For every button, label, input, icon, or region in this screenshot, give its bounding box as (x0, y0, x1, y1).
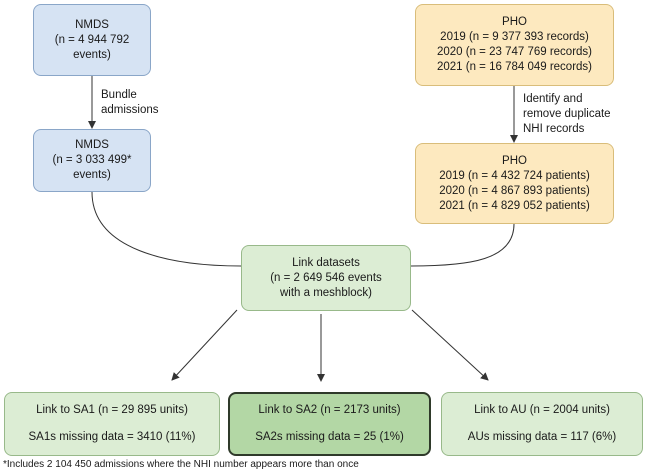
nmds-initial-title: NMDS (75, 18, 109, 31)
sa1-missing: SA1s missing data = 3410 (11%) (28, 431, 196, 443)
link-au-box: Link to AU (n = 2004 units) AUs missing … (441, 392, 643, 456)
nmds-initial-unit: events) (73, 48, 111, 61)
pho-records-box: PHO 2019 (n = 9 377 393 records) 2020 (n… (415, 4, 614, 86)
link-datasets-note: with a meshblock) (279, 286, 373, 299)
nmds-bundled-unit: events) (73, 169, 111, 181)
sa2-missing: SA2s missing data = 25 (1%) (255, 431, 404, 443)
pho-records-title: PHO (502, 16, 527, 28)
nmds-initial-count: (n = 4 944 792 (54, 33, 130, 46)
nmds-bundled-count: (n = 3 033 499* (52, 154, 132, 166)
curve-pho-to-link (410, 223, 515, 267)
au-title: Link to AU (n = 2004 units) (474, 404, 610, 416)
bundle-label: Bundle admissions (101, 88, 159, 118)
nmds-bundled-title: NMDS (75, 139, 109, 151)
bundle-label-line1: Bundle (101, 89, 137, 101)
pho-patients-2019: 2019 (n = 4 432 724 patients) (439, 169, 590, 182)
pho-patients-box: PHO 2019 (n = 4 432 724 patients) 2020 (… (415, 143, 614, 224)
nmds-initial-box: NMDS (n = 4 944 792 events) (33, 4, 151, 76)
bundle-label-line2: admissions (101, 104, 159, 116)
au-missing: AUs missing data = 117 (6%) (467, 431, 617, 443)
pho-patients-2021: 2021 (n = 4 829 052 patients) (439, 199, 590, 212)
dedupe-label-line3: NHI records (523, 123, 585, 135)
pho-records-2021: 2021 (n = 16 784 049 records) (436, 61, 593, 73)
pho-patients-title: PHO (502, 154, 527, 167)
pho-records-2020: 2020 (n = 23 747 769 records) (436, 46, 593, 58)
dedupe-label: Identify and remove duplicate NHI record… (523, 92, 611, 137)
arrow-link-sa1 (171, 309, 238, 381)
nmds-bundled-box: NMDS (n = 3 033 499* events) (33, 129, 151, 192)
curve-nmds-to-link (91, 191, 242, 267)
link-datasets-title: Link datasets (292, 256, 360, 269)
footnote: *Includes 2 104 450 admissions where the… (3, 459, 359, 470)
link-datasets-box: Link datasets (n = 2 649 546 events with… (241, 245, 411, 311)
pho-patients-2020: 2020 (n = 4 867 893 patients) (439, 184, 590, 197)
link-sa2-box: Link to SA2 (n = 2173 units) SA2s missin… (228, 392, 431, 456)
link-datasets-count: (n = 2 649 546 events (270, 271, 382, 284)
arrow-link-au (411, 309, 489, 381)
pho-records-2019: 2019 (n = 9 377 393 records) (440, 31, 589, 43)
dedupe-label-line2: remove duplicate (523, 108, 611, 120)
dedupe-label-line1: Identify and (523, 93, 583, 105)
sa2-title: Link to SA2 (n = 2173 units) (258, 404, 401, 416)
link-sa1-box: Link to SA1 (n = 29 895 units) SA1s miss… (4, 392, 220, 456)
sa1-title: Link to SA1 (n = 29 895 units) (36, 404, 188, 416)
